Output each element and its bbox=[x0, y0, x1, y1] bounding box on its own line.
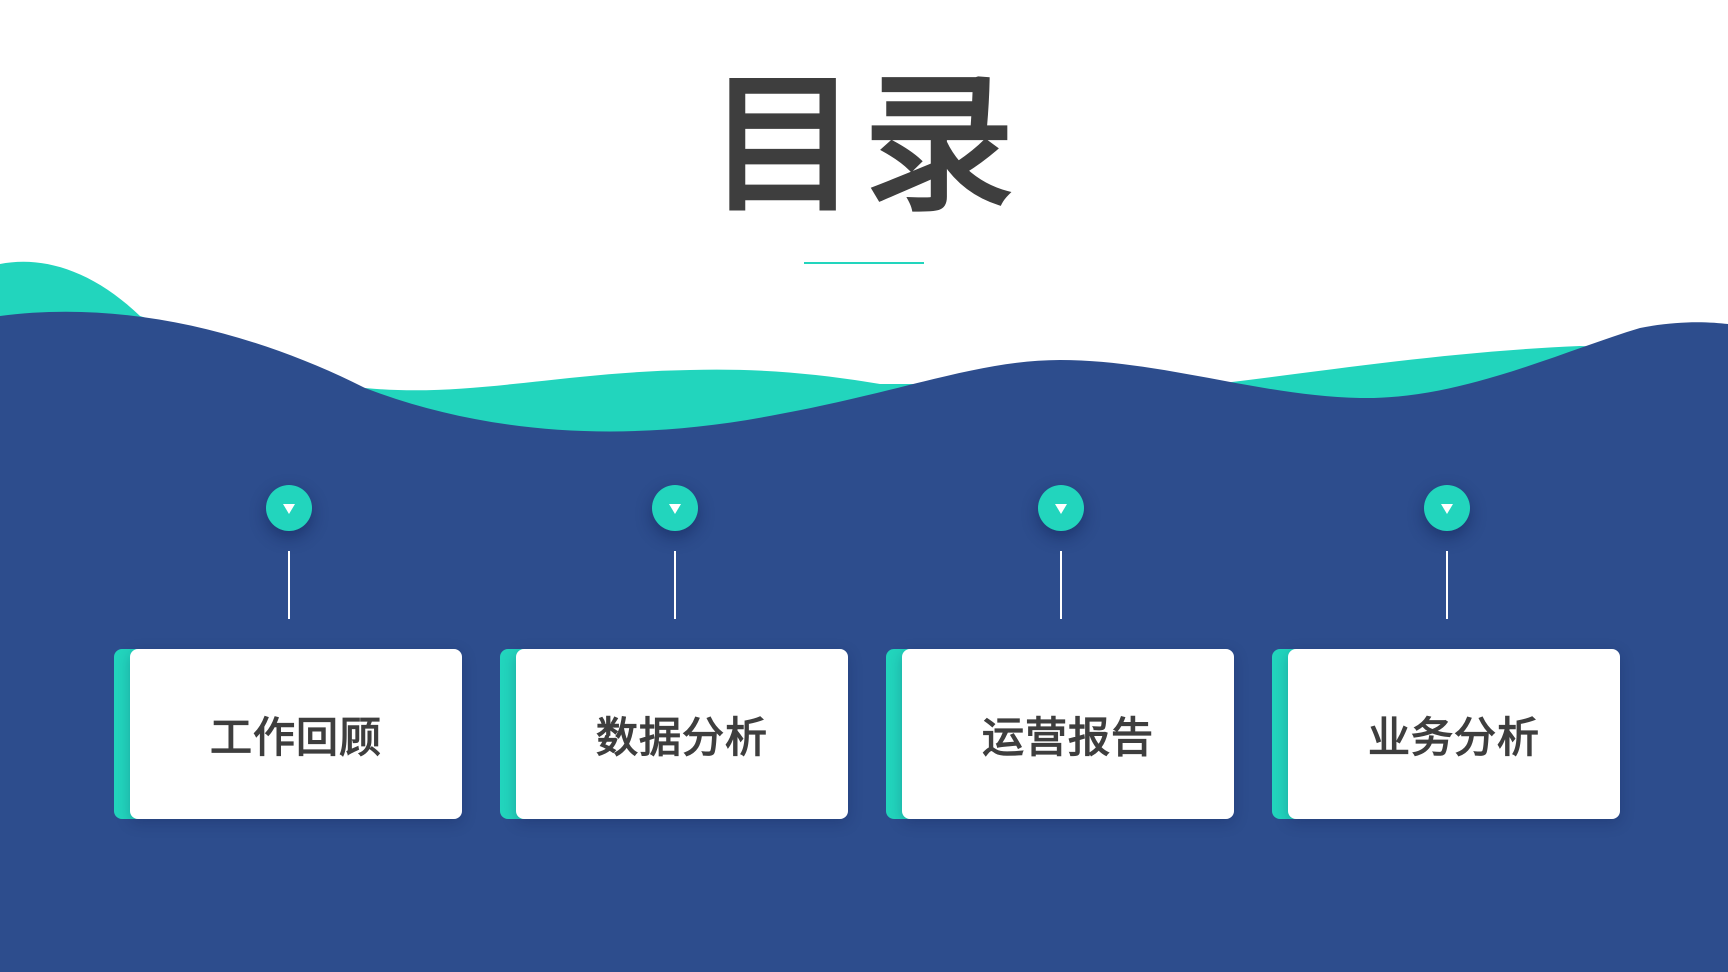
toc-pin-4 bbox=[1424, 485, 1470, 531]
page-title: 目录 bbox=[707, 57, 1020, 233]
toc-item-2[interactable]: 数据分析 bbox=[500, 485, 848, 821]
toc-connector-1 bbox=[288, 551, 290, 619]
toc-card-2[interactable]: 数据分析 bbox=[516, 649, 848, 819]
toc-connector-4 bbox=[1446, 551, 1448, 619]
toc-pin-2 bbox=[652, 485, 698, 531]
chevron-down-icon bbox=[1055, 504, 1067, 514]
toc-card-4[interactable]: 业务分析 bbox=[1288, 649, 1620, 819]
toc-item-1[interactable]: 工作回顾 bbox=[114, 485, 462, 821]
toc-pin-1 bbox=[266, 485, 312, 531]
toc-label-3: 运营报告 bbox=[981, 712, 1154, 762]
toc-card-1[interactable]: 工作回顾 bbox=[130, 649, 462, 819]
toc-connector-3 bbox=[1060, 551, 1062, 619]
toc-label-2: 数据分析 bbox=[595, 712, 768, 762]
chevron-down-icon bbox=[669, 504, 681, 514]
toc-label-4: 业务分析 bbox=[1367, 712, 1540, 762]
toc-connector-2 bbox=[674, 551, 676, 619]
chevron-down-icon bbox=[1441, 504, 1453, 514]
toc-item-4[interactable]: 业务分析 bbox=[1272, 485, 1620, 821]
toc-item-3[interactable]: 运营报告 bbox=[886, 485, 1234, 821]
toc-card-3[interactable]: 运营报告 bbox=[902, 649, 1234, 819]
toc-label-1: 工作回顾 bbox=[209, 712, 382, 762]
toc-pin-3 bbox=[1038, 485, 1084, 531]
chevron-down-icon bbox=[283, 504, 295, 514]
title-underline bbox=[804, 262, 924, 264]
